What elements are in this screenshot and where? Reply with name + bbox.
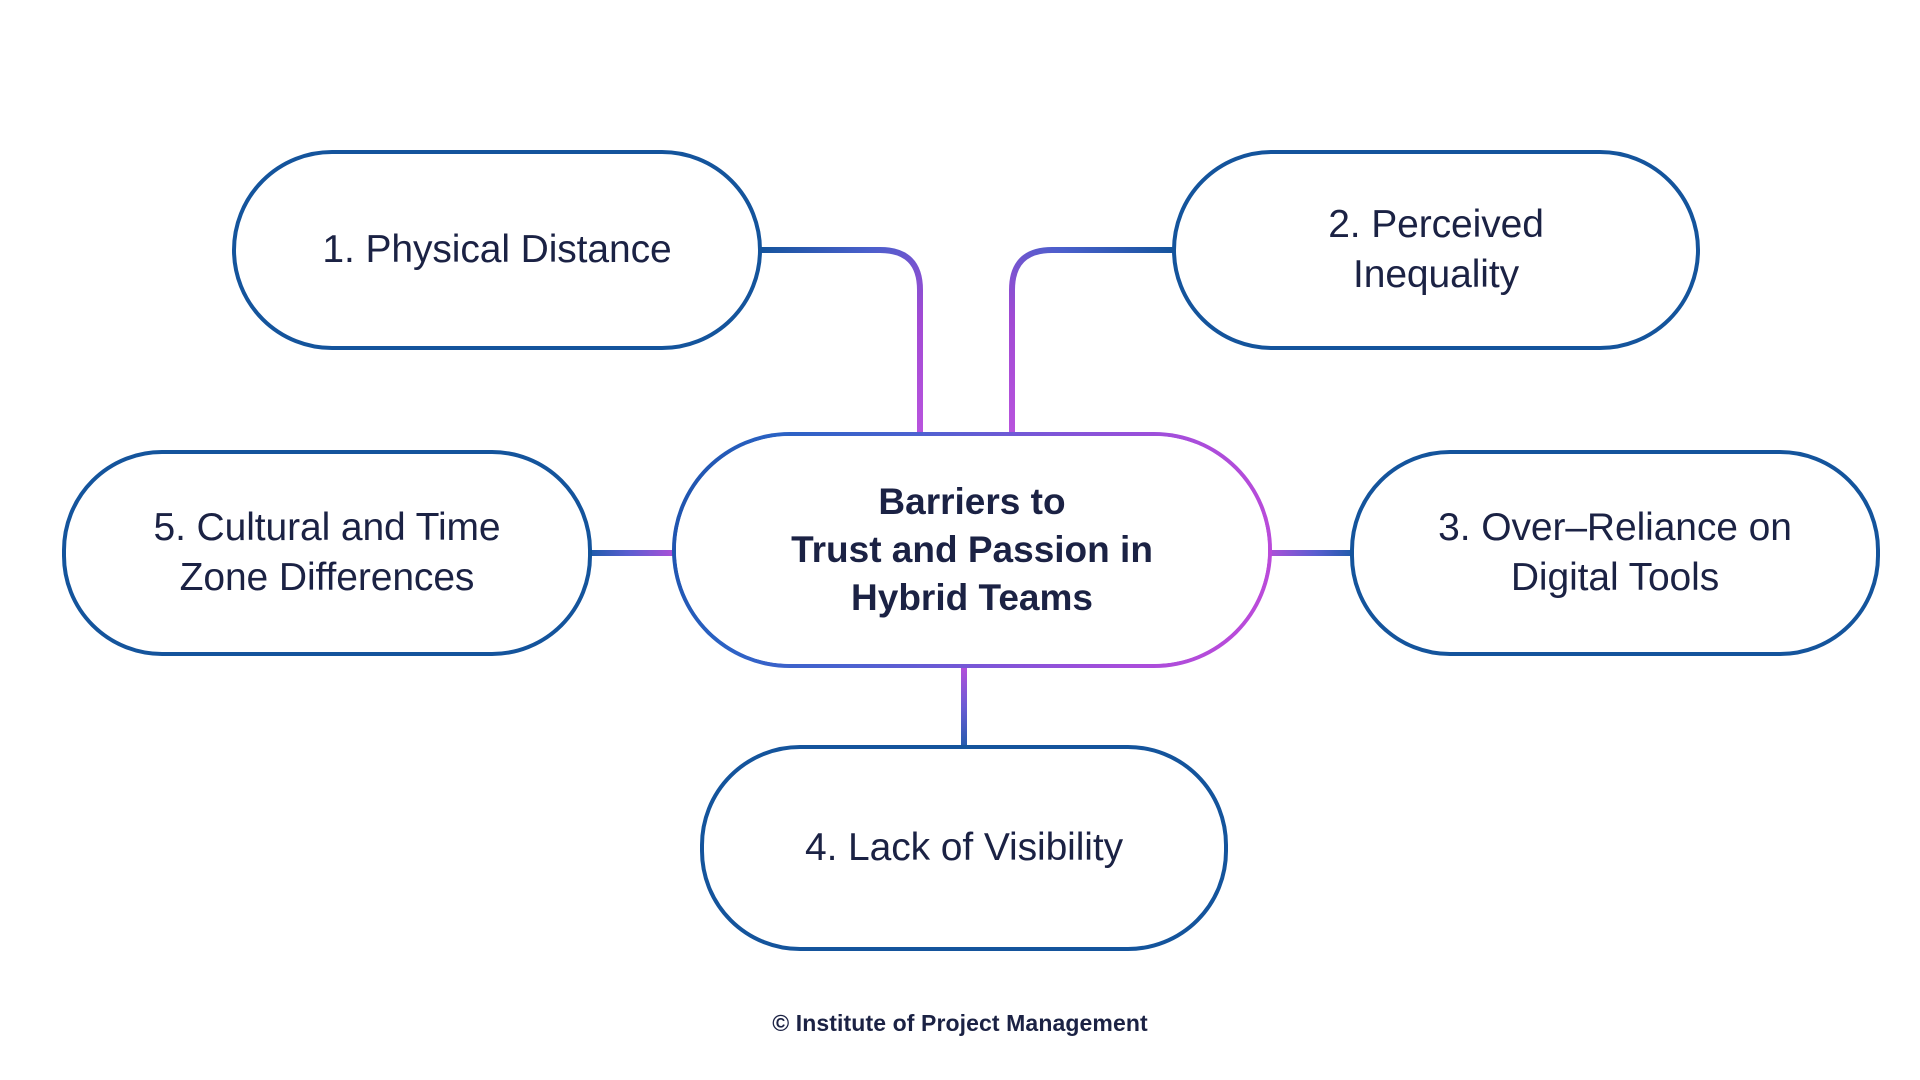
central-topic-inner: Barriers to Trust and Passion in Hybrid … (676, 436, 1268, 664)
branch-over-reliance[interactable]: 3. Over–Reliance on Digital Tools (1350, 450, 1880, 656)
branch-lack-of-visibility-label: 4. Lack of Visibility (805, 826, 1123, 870)
branch-cultural-time-zone-label: 5. Cultural and Time Zone Differences (153, 506, 501, 599)
branch-physical-distance-label: 1. Physical Distance (322, 228, 672, 272)
central-topic[interactable]: Barriers to Trust and Passion in Hybrid … (672, 432, 1272, 668)
branch-lack-of-visibility[interactable]: 4. Lack of Visibility (700, 745, 1228, 951)
branch-over-reliance-label: 3. Over–Reliance on Digital Tools (1438, 506, 1792, 599)
branch-cultural-time-zone[interactable]: 5. Cultural and Time Zone Differences (62, 450, 592, 656)
branch-physical-distance[interactable]: 1. Physical Distance (232, 150, 762, 350)
central-topic-label: Barriers to Trust and Passion in Hybrid … (791, 480, 1153, 619)
copyright-notice: © Institute of Project Management (772, 1010, 1148, 1036)
connector-branch-1 (755, 247, 923, 451)
branch-perceived-inequality[interactable]: 2. Perceived Inequality (1172, 150, 1700, 350)
connector-branch-2 (1009, 247, 1179, 451)
branch-perceived-inequality-label: 2. Perceived Inequality (1328, 203, 1544, 296)
